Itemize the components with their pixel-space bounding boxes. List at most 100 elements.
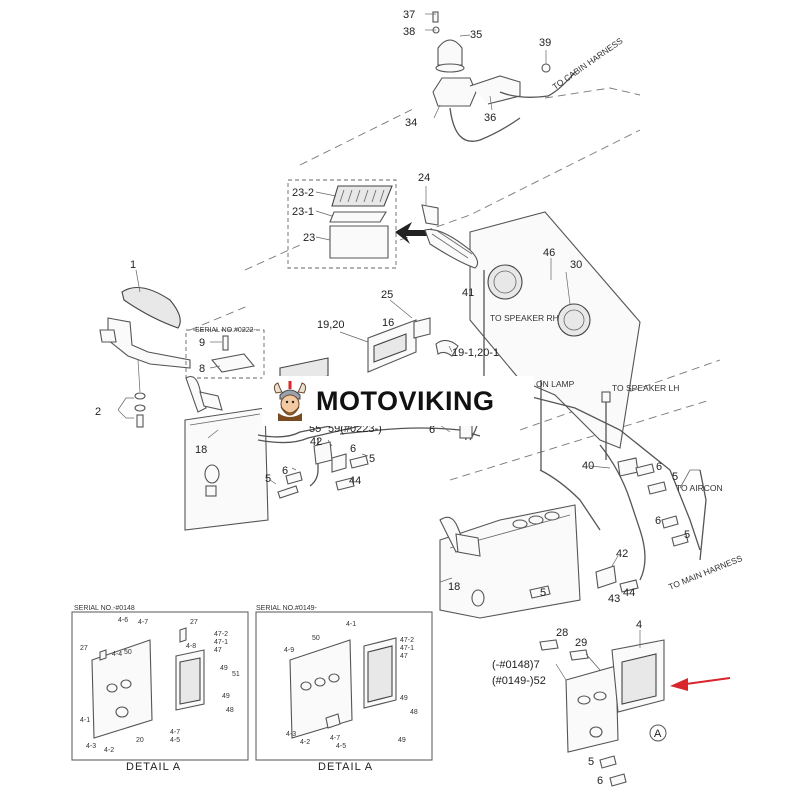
motoviking-watermark: MOTOVIKING (262, 376, 534, 426)
callout-5-right: 5 (672, 471, 678, 483)
console-panel (421, 186, 641, 470)
callout-35: 35 (470, 29, 482, 41)
callout-52: (#0149-)52 (492, 675, 546, 687)
callout-25: 25 (381, 289, 393, 301)
bolts-middle (269, 453, 369, 499)
detail-right-label: 4-5 (336, 743, 346, 750)
callout-29: 29 (575, 637, 587, 649)
detail-left-label: 49 (220, 665, 228, 672)
route-to-speaker-rh: TO SPEAKER RH (490, 313, 559, 323)
detail-marker-circle (649, 724, 667, 742)
callout-59: 59(#0223-) (328, 423, 382, 435)
detail-right-label: 48 (410, 709, 418, 716)
route-on-lamp: ON LAMP (536, 379, 575, 389)
detail-right-label: 4-1 (346, 621, 356, 628)
callout-6-middle: 6 (429, 424, 435, 436)
red-pointer-arrow-icon (670, 677, 731, 691)
callout-6-mid2: 6 (350, 443, 356, 455)
detail-left-label: 4-3 (86, 743, 96, 750)
callout-23: 23 (303, 232, 315, 244)
detail-left-label: 4-5 (170, 737, 180, 744)
callout-44-right: 44 (623, 587, 635, 599)
right-console-box (439, 504, 639, 619)
callout-6-right: 6 (656, 461, 662, 473)
detail-left-label: 4-6 (118, 617, 128, 624)
detail-left-label: 4-7 (138, 619, 148, 626)
callout-18-right: 18 (448, 581, 460, 593)
beacon-lamp-assembly (425, 11, 576, 142)
callout-44: 44 (349, 475, 361, 487)
callout-36: 36 (484, 112, 496, 124)
callout-39: 39 (539, 37, 551, 49)
detail-a-right (255, 611, 433, 761)
callout-9: 9 (199, 337, 205, 349)
callout-42-right: 42 (616, 548, 628, 560)
viking-mascot-icon (273, 381, 307, 421)
callout-6-bottom: 6 (597, 775, 603, 787)
callout-46: 46 (543, 247, 555, 259)
detail-left-label: 4-2 (104, 747, 114, 754)
detail-a-left (71, 611, 249, 761)
serial-inset-label: SERIAL NO.#0222- (195, 327, 256, 334)
watermark-text: MOTOVIKING (316, 385, 495, 416)
detail-left-label: 4-7 (170, 729, 180, 736)
callout-16: 16 (382, 317, 394, 329)
detail-left-label: 48 (226, 707, 234, 714)
callout-18-left: 18 (195, 444, 207, 456)
callout-5-rightbox: 5 (540, 587, 546, 599)
callout-43: 43 (608, 593, 620, 605)
detail-right-serial: SERIAL NO.#0149- (256, 605, 317, 612)
callout-19-1-20-1: 19-1,20-1 (452, 347, 499, 359)
detail-left-label: 20 (136, 737, 144, 744)
detail-left-label: 47-1 (214, 639, 228, 646)
detail-right-label: 4-3 (286, 731, 296, 738)
callout-19-20: 19,20 (317, 319, 345, 331)
detail-left-label: 47 (214, 647, 222, 654)
joystick-parts (99, 269, 191, 428)
detail-right-label: 4-7 (330, 735, 340, 742)
detail-right-label: 47 (400, 653, 408, 660)
callout-5-left: 5 (265, 473, 271, 485)
detail-left-label: 4-8 (186, 643, 196, 650)
detail-right-label: 47-2 (400, 637, 414, 644)
callout-38: 38 (403, 26, 415, 38)
route-to-aircon: TO AIRCON (676, 483, 723, 493)
detail-left-label: 50 (124, 649, 132, 656)
detail-left-label: 27 (80, 645, 88, 652)
route-to-main-harness: TO MAIN HARNESS (667, 553, 744, 592)
inset-pointer-arrow-icon (395, 222, 430, 244)
detail-left-label: 47-2 (214, 631, 228, 638)
callout-4: 4 (636, 619, 642, 631)
route-to-cabin-harness: TO CABIN HARNESS (550, 35, 624, 91)
callout-A: A (654, 728, 662, 740)
callout-28: 28 (556, 627, 568, 639)
detail-right-label: 49 (398, 737, 406, 744)
detail-right-label: 47-1 (400, 645, 414, 652)
callout-1: 1 (130, 259, 136, 271)
callout-23-1: 23-1 (292, 206, 314, 218)
callout-7: (-#0148)7 (492, 659, 540, 671)
callout-5-right2: 5 (684, 529, 690, 541)
detail-left-title: DETAIL A (126, 761, 181, 773)
detail-right-label: 50 (312, 635, 320, 642)
detail-right-label: 49 (400, 695, 408, 702)
serial-inset (185, 329, 265, 379)
callout-24: 24 (418, 172, 430, 184)
callout-6-right2: 6 (655, 515, 661, 527)
callout-5-bottom: 5 (588, 756, 594, 768)
detail-left-label: 4-1 (80, 717, 90, 724)
callout-5-mid2: 5 (369, 453, 375, 465)
radio-unit (339, 299, 459, 373)
detail-right-label: 4-2 (300, 739, 310, 746)
callout-42: 42 (310, 436, 322, 448)
callout-23-2: 23-2 (292, 187, 314, 199)
callout-6-left: 6 (282, 465, 288, 477)
callout-37: 37 (403, 9, 415, 21)
detail-left-label: 51 (232, 671, 240, 678)
route-to-speaker-lh: TO SPEAKER LH (612, 383, 679, 393)
detail-left-label: 49 (222, 693, 230, 700)
detail-left-label: 27 (190, 619, 198, 626)
radio-inset (287, 179, 397, 269)
wiring-harness-main (257, 393, 701, 581)
